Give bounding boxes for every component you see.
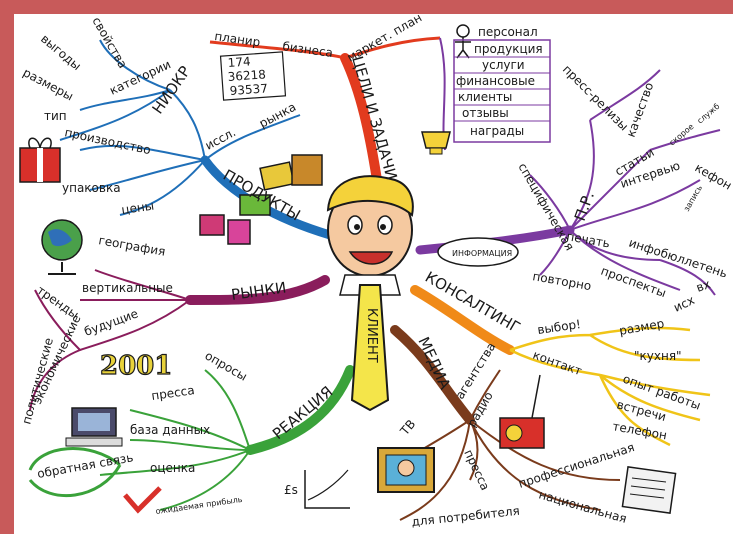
gift-icon [19,137,61,183]
center-label: КЛИЕНТ [364,308,379,363]
reaction-child-3: обратная связь [36,450,134,481]
pr-child-11: вх [694,277,712,295]
reaction-child-5: ожидаемая прибыль [155,495,243,516]
products-sublines [59,39,301,216]
goals-item-2: услуги [482,58,525,72]
media-child-3: пресса [461,447,492,492]
media-child-6: для потребителя [411,504,521,529]
research-label-1: рынка [257,100,298,131]
goals-child-2: маркет. план [345,10,425,64]
reaction-sublines [99,369,251,511]
pr-child-3: скорое [668,122,696,148]
pr-child-13: повторно [531,269,592,293]
branch-consulting [410,285,515,355]
goals-item-6: награды [470,124,524,138]
reaction-child-4: оценка [150,461,195,475]
reaction-child-2: база данных [130,423,210,437]
media-child-5: национальная [537,487,628,526]
goals-item-3: финансовые [456,74,535,88]
graph-currency-label: £s [284,483,298,497]
markets-sublines [29,269,191,411]
media-sublines [399,369,621,521]
consulting-child-1: размер [618,316,665,338]
info-bubble [437,237,519,267]
computer-icon [65,407,123,447]
goals-line [209,36,441,60]
media-label: МЕДИА [414,334,454,393]
reaction-child-0: опросы [203,348,250,383]
trophy-icon [421,131,451,155]
profit-graph-icon [304,469,350,509]
info-bubble-label: ИНФОРМАЦИЯ [452,249,512,258]
products-child-0: свойства [89,15,130,71]
frame-left-band [0,0,14,534]
globe-icon [41,219,83,275]
person-icon [455,24,471,59]
markets-child-0: география [97,233,166,259]
branch-markets [185,275,330,305]
goals-item-1: продукция [474,42,543,56]
goals-item-0: персонал [478,25,538,39]
pr-child-9: инфобюллетень [627,236,729,281]
pr-child-1: качество [624,81,657,139]
media-child-2: радио [464,389,495,429]
consulting-child-3: контакт [531,348,584,379]
client-character [326,175,414,412]
frame-top-band [0,0,733,14]
pr-label: П.Р. [571,189,598,223]
media-child-0: агентства [453,340,499,402]
pr-child-0: пресс-релизы [560,62,631,133]
check-icon [123,486,162,514]
feedback-arrow [28,447,122,498]
numbers-2: 93537 [229,81,268,98]
newspaper-icon [621,466,677,514]
products-child-2: размеры [21,65,76,103]
products-other-0: упаковка [62,181,121,195]
consulting-child-0: выбор! [536,317,581,337]
tv-icon [377,447,435,493]
goals-item-5: отзывы [462,106,509,120]
radio-icon [499,374,545,449]
products-child-5: производство [63,125,152,157]
pr-child-4: служб [696,102,722,126]
numbers-1: 36218 [227,67,266,84]
reaction-child-1: пресса [150,383,195,403]
numbers-0: 174 [227,54,251,70]
consulting-child-2: "кухня" [634,349,682,363]
product-blocks-illustration [199,154,323,245]
markets-child-3: будущие [82,306,140,338]
goals-items-box [453,39,551,143]
pr-sublines [529,69,721,296]
goals-item-4: клиенты [458,90,512,104]
branch-reaction [245,365,355,455]
markets-child-1: вертикальные [82,281,173,295]
consulting-sublines [509,326,711,447]
goals-child-1: бизнеса [282,39,334,60]
media-child-1: ТВ [397,417,418,439]
goals-child-0: планир [214,29,262,49]
year-2001: 2001 [100,351,172,381]
branch-media [390,325,475,425]
pr-child-12: исх [671,293,696,315]
products-child-4: тип [44,109,67,123]
products-other-1: цены [120,199,155,217]
tie-shape [350,284,390,412]
numbers-card [219,51,287,101]
products-child-1: выгоды [38,32,84,74]
